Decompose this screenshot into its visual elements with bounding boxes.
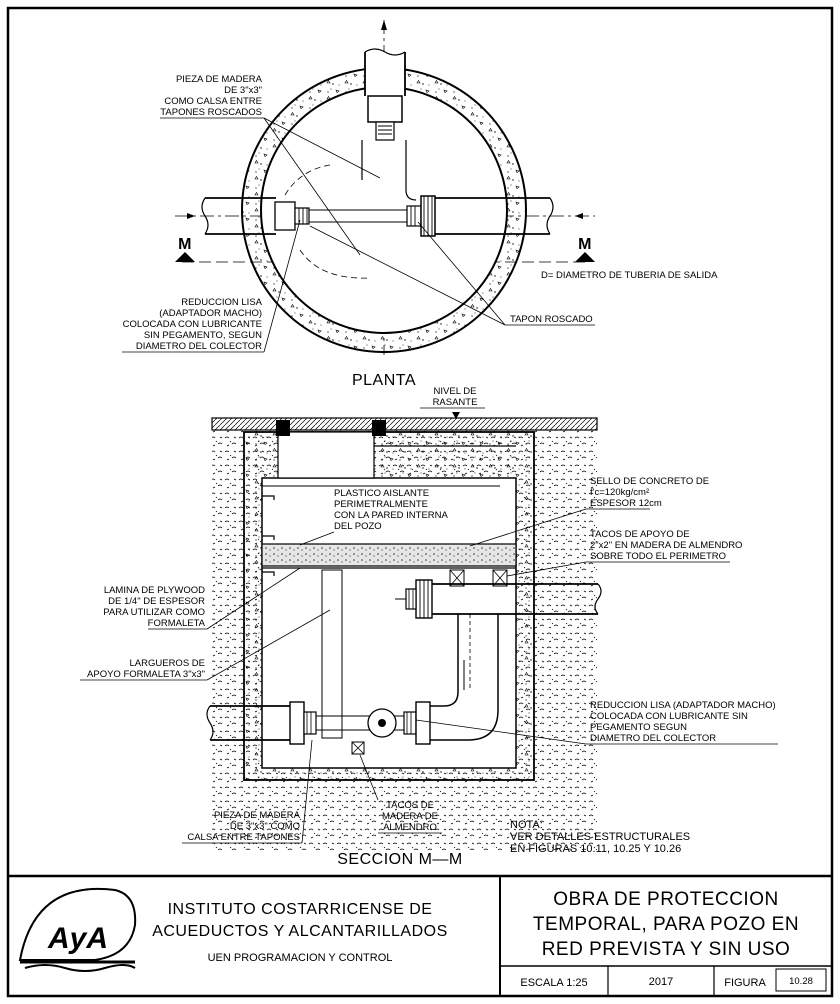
label-tacos-1: TACOS DE	[386, 800, 434, 811]
aya-logo: AyA	[18, 887, 137, 972]
section-mark-left: M	[178, 236, 192, 253]
plan-label-diametro: D= DIAMETRO DE TUBERIA DE SALIDA	[541, 270, 718, 281]
logo-text: AyA	[47, 922, 108, 955]
plan-label-reduccion-2: (ADAPTADOR MACHO)	[159, 308, 262, 319]
label-sello-1: SELLO DE CONCRETO DE	[590, 476, 709, 487]
label-tacos-apoyo-2: 2"x2" EN MADERA DE ALMENDRO	[590, 540, 742, 551]
label-pieza-3: CALSA ENTRE TAPONES	[187, 832, 300, 843]
plan-label-pieza-3: COMO CALSA ENTRE	[164, 96, 262, 107]
label-tacos-apoyo-1: TACOS DE APOYO DE	[590, 529, 690, 540]
plan-view: M M PIEZA DE MADERA DE 3"x3" COMO CALSA …	[122, 20, 718, 389]
plan-label-reduccion-5: DIAMETRO DEL COLECTOR	[136, 341, 262, 352]
label-nivel-2: RASANTE	[433, 397, 478, 408]
label-tacos-2: MADERA DE	[382, 811, 438, 822]
sheet-border	[6, 6, 834, 998]
institution-line-3: UEN PROGRAMACION Y CONTROL	[208, 952, 393, 964]
title-block: AyA INSTITUTO COSTARRICENSE DE ACUEDUCTO…	[8, 874, 832, 996]
plan-label-reduccion-3: COLOCADA CON LUBRICANTE	[123, 319, 262, 330]
nota-line-1: VER DETALLES ESTRUCTURALES	[510, 831, 690, 843]
label-lamina-4: FORMALETA	[148, 618, 206, 629]
nota-line-2: EN FIGURAS 10.11, 10.25 Y 10.26	[510, 843, 681, 855]
label-pieza-1: PIEZA DE MADERA	[214, 810, 301, 821]
label-nivel-1: NIVEL DE	[434, 386, 477, 397]
label-plastico-4: DEL POZO	[334, 521, 382, 532]
label-lamina-1: LAMINA DE PLYWOOD	[104, 585, 205, 596]
label-plastico-2: PERIMETRALMENTE	[334, 499, 428, 510]
plan-label-pieza-1: PIEZA DE MADERA	[176, 74, 263, 85]
year: 2017	[649, 976, 673, 988]
figura-number: 10.28	[789, 976, 813, 987]
plan-label-reduccion-1: REDUCCION LISA	[181, 297, 262, 308]
label-pieza-2: DE 3"x3" COMO	[230, 821, 300, 832]
institution-line-1: INSTITUTO COSTARRICENSE DE	[168, 901, 433, 918]
drawing-title-3: RED PREVISTA Y SIN USO	[542, 939, 791, 960]
label-reduccion-4: DIAMETRO DEL COLECTOR	[590, 733, 716, 744]
figura-label: FIGURA	[724, 977, 766, 989]
escala: ESCALA 1:25	[520, 977, 587, 989]
label-plastico-1: PLASTICO AISLANTE	[334, 488, 429, 499]
nota-title: NOTA:	[510, 819, 543, 831]
section-mark-right: M	[578, 236, 592, 253]
label-sello-2: f'c=120kg/cm²	[590, 487, 649, 498]
label-largueros-2: APOYO FORMALETA 3"x3"	[87, 669, 205, 680]
plan-label-reduccion-4: SIN PEGAMENTO, SEGUN	[144, 330, 262, 341]
label-reduccion-2: COLOCADA CON LUBRICANTE SIN	[590, 711, 748, 722]
plan-title: PLANTA	[352, 372, 416, 389]
section-title: SECCION M—M	[337, 851, 463, 868]
label-sello-3: ESPESOR 12cm	[590, 498, 662, 509]
section-view: NIVEL DE RASANTE	[80, 386, 778, 868]
drawing-title-2: TEMPORAL, PARA POZO EN	[533, 914, 799, 935]
plan-label-pieza-2: DE 3"x3"	[224, 85, 262, 96]
label-tacos-apoyo-3: SOBRE TODO EL PERIMETRO	[590, 551, 726, 562]
label-lamina-2: DE 1/4" DE ESPESOR	[108, 596, 205, 607]
label-reduccion-1: REDUCCION LISA (ADAPTADOR MACHO)	[590, 700, 776, 711]
drawing-title-1: OBRA DE PROTECCION	[553, 889, 778, 910]
label-largueros-1: LARGUEROS DE	[130, 658, 206, 669]
institution-line-2: ACUEDUCTOS Y ALCANTARILLADOS	[152, 923, 448, 940]
label-tacos-3: ALMENDRO	[383, 822, 437, 833]
plan-label-pieza-4: TAPONES ROSCADOS	[160, 107, 262, 118]
label-reduccion-3: PEGAMENTO SEGUN	[590, 722, 687, 733]
label-plastico-3: CON LA PARED INTERNA	[334, 510, 449, 521]
plan-label-tapon: TAPON ROSCADO	[510, 314, 593, 325]
label-lamina-3: PARA UTILIZAR COMO	[103, 607, 205, 618]
